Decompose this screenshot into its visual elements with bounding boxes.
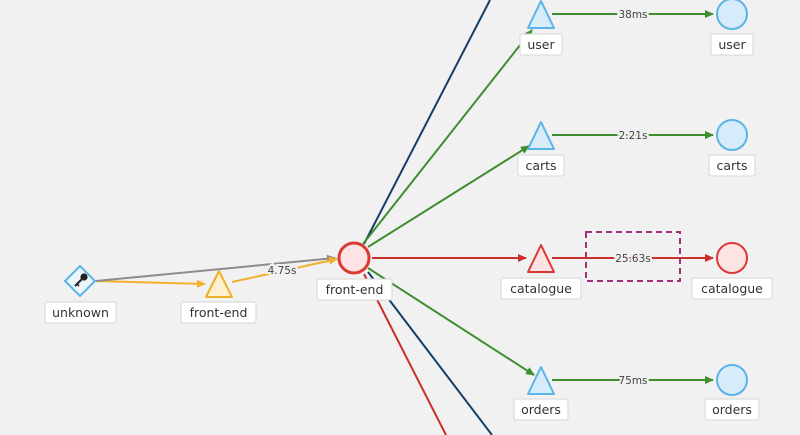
node-label-carts-triangle: carts [517, 154, 565, 177]
node-label-text: unknown [52, 305, 109, 320]
node-catalogue-circle[interactable] [716, 242, 748, 274]
node-label-text: front-end [326, 282, 384, 297]
edge-fe-to-carts[interactable] [367, 145, 530, 248]
edge-fe-to-orders[interactable] [367, 267, 535, 376]
node-label-orders-triangle: orders [513, 398, 569, 421]
node-label-user-circle: user [710, 33, 754, 56]
edge-label-text: 75ms [618, 375, 647, 387]
edge-label-catalogue: 25.63s [613, 251, 653, 267]
node-label-text: carts [716, 158, 747, 173]
node-label-text: carts [525, 158, 556, 173]
node-orders-circle[interactable] [716, 364, 748, 396]
node-label-carts-circle: carts [708, 154, 756, 177]
node-orders-triangle[interactable] [527, 366, 555, 395]
edge-fe-triangle-to-fe-circle[interactable] [231, 256, 338, 283]
node-label-catalogue-circle: catalogue [691, 277, 773, 300]
edge-label-user: 38ms [616, 7, 649, 23]
node-label-user-triangle: user [519, 33, 563, 56]
edge-label-orders: 75ms [616, 373, 649, 389]
node-carts-circle[interactable] [716, 119, 748, 151]
node-label-front-end-triangle: front-end [180, 301, 257, 324]
circle-shape [337, 241, 371, 275]
edge-fe-to-user[interactable] [362, 29, 533, 245]
triangle-shape [527, 0, 555, 29]
node-label-catalogue-triangle: catalogue [500, 277, 582, 300]
node-label-text: catalogue [701, 281, 763, 296]
triangle-shape [527, 121, 555, 150]
node-label-unknown: unknown [44, 301, 117, 324]
circle-shape [716, 364, 748, 396]
triangle-shape [527, 366, 555, 395]
edge-label-text: 4.75s [268, 265, 297, 277]
edge-front-end-offscreen-bottom-red[interactable] [363, 273, 447, 435]
edge-unknown-to-fe-triangle[interactable] [95, 279, 206, 288]
node-label-text: orders [712, 402, 752, 417]
node-label-front-end-circle: front-end [316, 278, 393, 301]
node-carts-triangle[interactable] [527, 121, 555, 150]
edge-label-text: 38ms [618, 9, 647, 21]
node-label-text: user [718, 37, 746, 52]
edge-front-end-offscreen-top[interactable] [363, 0, 491, 245]
triangle-shape [205, 270, 233, 298]
circle-shape [716, 119, 748, 151]
circle-shape [716, 0, 748, 30]
edge-label-front-end: 4.75s [266, 263, 299, 279]
node-label-text: catalogue [510, 281, 572, 296]
highlight-box [585, 231, 681, 282]
edge-label-text: 25.63s [615, 253, 651, 265]
edge-unknown-to-fe-circle[interactable] [95, 254, 336, 282]
node-label-text: user [527, 37, 555, 52]
key-icon [74, 273, 88, 287]
circle-shape [716, 242, 748, 274]
node-user-circle[interactable] [716, 0, 748, 30]
node-label-orders-circle: orders [704, 398, 760, 421]
edge-label-text: 2.21s [619, 130, 648, 142]
node-catalogue-triangle[interactable] [527, 244, 555, 273]
triangle-shape [527, 244, 555, 273]
node-user-triangle[interactable] [527, 0, 555, 29]
node-front-end-triangle[interactable] [205, 270, 233, 298]
edge-label-carts: 2.21s [617, 128, 650, 144]
node-front-end-circle[interactable] [337, 241, 371, 275]
node-label-text: orders [521, 402, 561, 417]
node-unknown[interactable] [63, 264, 97, 298]
node-label-text: front-end [190, 305, 248, 320]
